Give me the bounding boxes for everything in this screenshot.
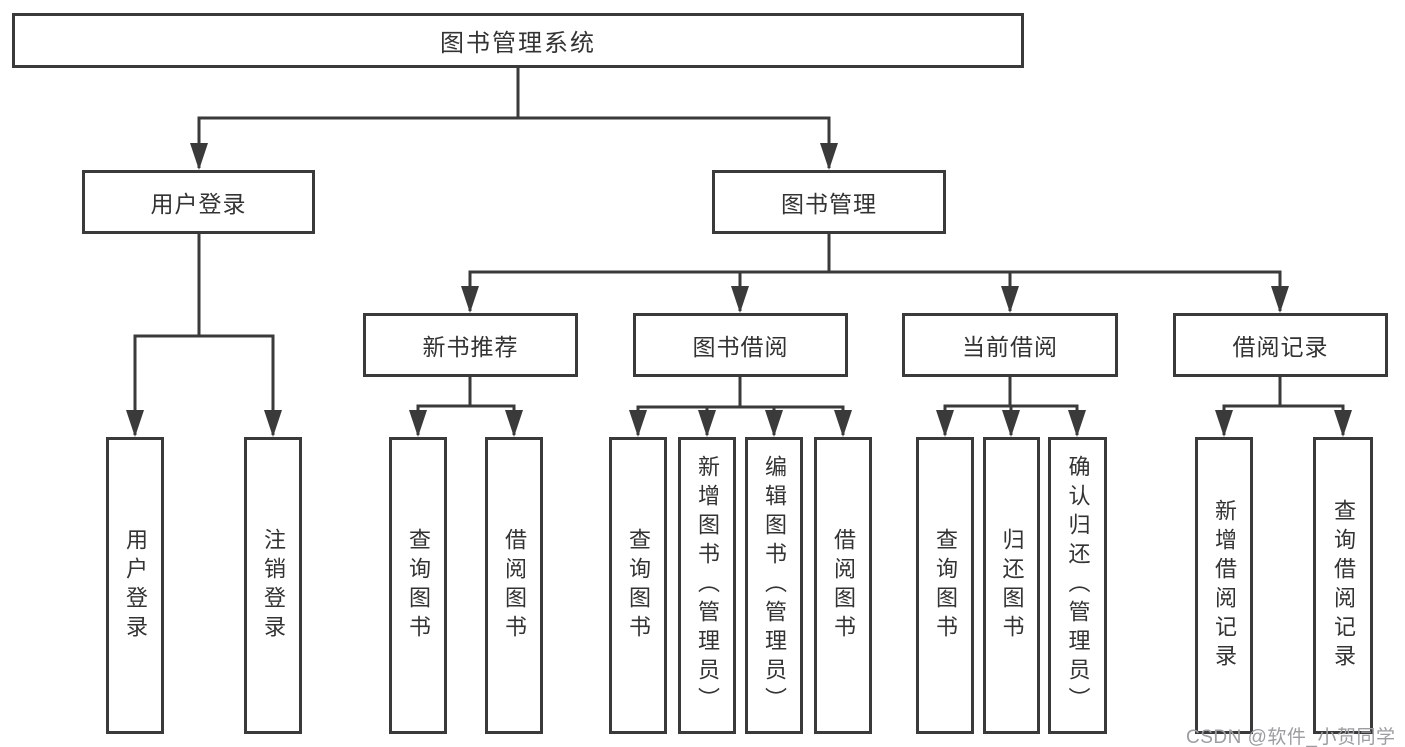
node-label: 图书管理系统 xyxy=(440,30,596,57)
node-label: 当前借阅 xyxy=(962,334,1058,360)
node-label: 图书管理 xyxy=(781,191,877,217)
node-label: 确认归还（管理员） xyxy=(1065,455,1091,716)
leaf-confirm-return-admin: 确认归还（管理员） xyxy=(1048,437,1107,734)
arrowheads xyxy=(126,143,1352,437)
node-label: 用户登录 xyxy=(150,191,247,217)
node-label: 图书借阅 xyxy=(692,334,789,360)
leaf-user-login: 用户登录 xyxy=(106,437,164,734)
node-new-book-recommend: 新书推荐 xyxy=(363,313,578,377)
leaf-current-query-book: 查询图书 xyxy=(916,437,974,734)
node-library-management-system: 图书管理系统 xyxy=(12,13,1024,68)
node-borrow-record: 借阅记录 xyxy=(1173,313,1388,377)
node-label: 借阅图书 xyxy=(831,527,856,644)
connector-newbook-to-leaves xyxy=(416,377,516,435)
node-book-management: 图书管理 xyxy=(712,170,946,234)
node-label: 查询图书 xyxy=(406,527,431,644)
leaf-edit-book-admin: 编辑图书（管理员） xyxy=(745,437,803,734)
csdn-watermark: CSDN @软件_小贺同学 xyxy=(1186,727,1396,747)
node-label: 新书推荐 xyxy=(422,334,519,360)
leaf-recommend-borrow-book: 借阅图书 xyxy=(485,437,543,734)
connector-login-to-leaves xyxy=(133,234,275,435)
node-label: 归还图书 xyxy=(999,527,1025,644)
leaf-recommend-query-book: 查询图书 xyxy=(389,437,447,734)
node-label: 编辑图书（管理员） xyxy=(762,455,787,716)
leaf-add-book-admin: 新增图书（管理员） xyxy=(678,437,736,734)
connector-root-to-level2 xyxy=(197,68,831,168)
leaf-query-borrow-record: 查询借阅记录 xyxy=(1313,437,1373,734)
node-label: 查询借阅记录 xyxy=(1331,498,1356,673)
node-label: 新增借阅记录 xyxy=(1212,498,1237,673)
connector-record-to-leaves xyxy=(1222,377,1345,435)
node-book-borrow: 图书借阅 xyxy=(633,313,848,377)
node-label: 查询图书 xyxy=(933,527,958,644)
node-label: 查询图书 xyxy=(626,527,651,644)
node-current-borrow: 当前借阅 xyxy=(902,313,1118,377)
node-label: 用户登录 xyxy=(123,527,148,644)
node-label: 借阅图书 xyxy=(502,527,527,644)
node-label: 新增图书（管理员） xyxy=(695,455,720,716)
node-label: 注销登录 xyxy=(261,527,286,644)
node-user-login-group: 用户登录 xyxy=(82,170,315,234)
leaf-return-book: 归还图书 xyxy=(983,437,1040,734)
leaf-borrow-book: 借阅图书 xyxy=(814,437,872,734)
node-label: 借阅记录 xyxy=(1232,334,1329,360)
connector-bookborrow-to-leaves xyxy=(636,377,845,435)
leaf-add-borrow-record: 新增借阅记录 xyxy=(1195,437,1253,734)
leaf-logout: 注销登录 xyxy=(244,437,302,734)
leaf-borrow-query-book: 查询图书 xyxy=(609,437,667,734)
connector-manage-to-level3 xyxy=(468,234,1282,311)
